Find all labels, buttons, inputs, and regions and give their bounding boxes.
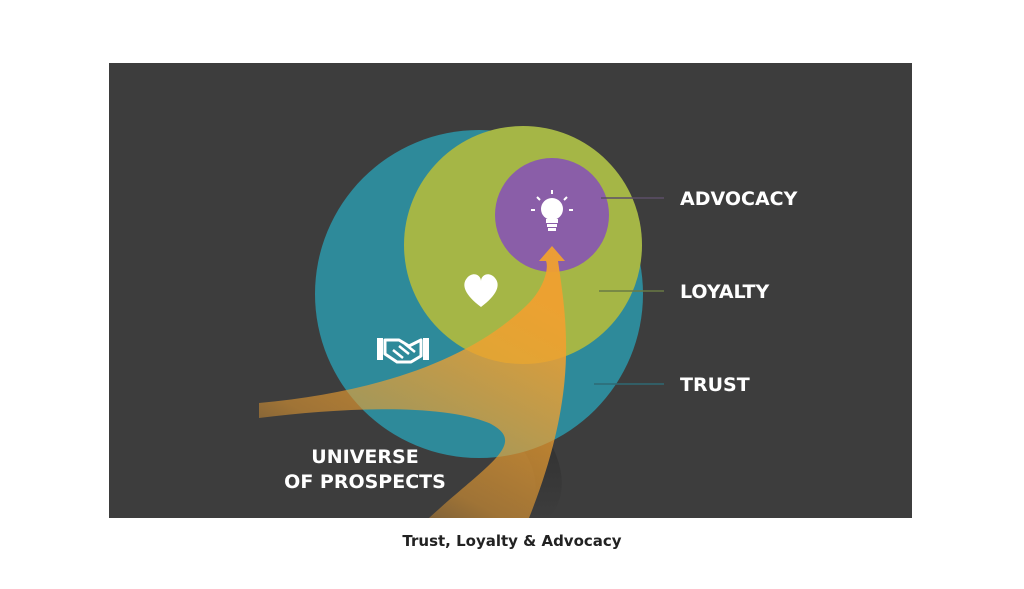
handshake-icon [377, 338, 429, 364]
diagram-svg: ADVOCACY LOYALTY TRUST UNIVERSE OF PROSP… [259, 126, 798, 518]
prospects-label-line2: OF PROSPECTS [284, 471, 446, 493]
trust-label: TRUST [680, 374, 750, 396]
figure-caption: Trust, Loyalty & Advocacy [402, 532, 622, 550]
prospects-arrow [259, 246, 567, 518]
loyalty-label: LOYALTY [680, 281, 769, 303]
heart-icon [464, 274, 498, 307]
lightbulb-icon [531, 190, 573, 231]
diagram-panel: ADVOCACY LOYALTY TRUST UNIVERSE OF PROSP… [109, 63, 912, 518]
prospects-label-line1: UNIVERSE [311, 446, 418, 468]
advocacy-label: ADVOCACY [680, 188, 798, 210]
